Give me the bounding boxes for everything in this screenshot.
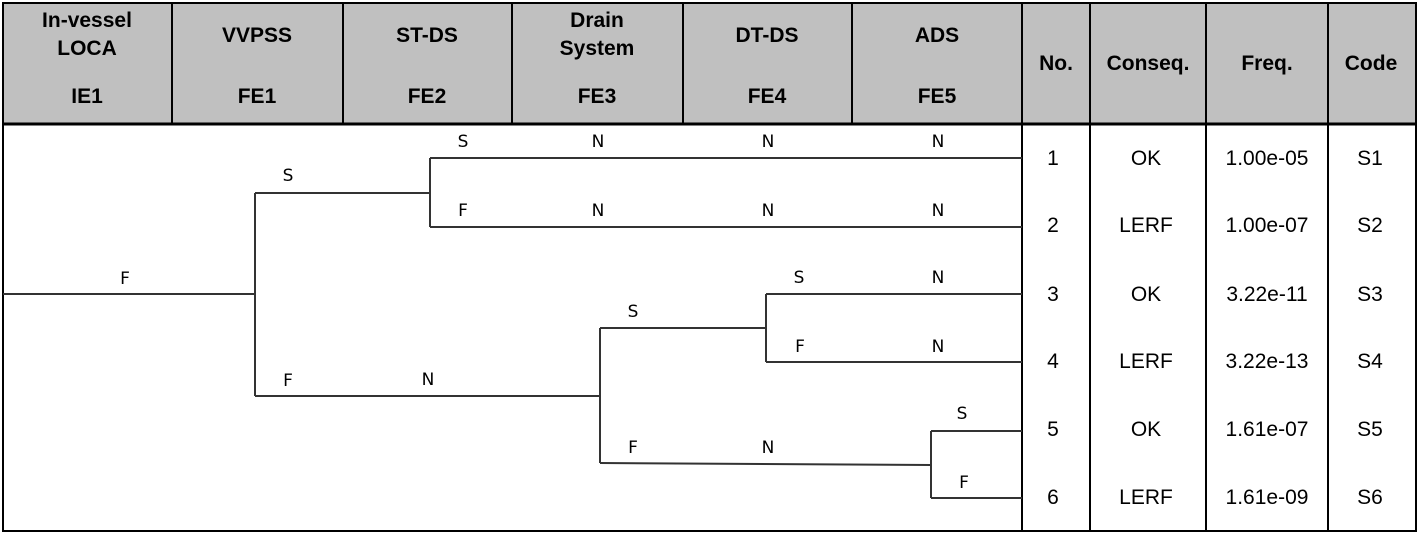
header-ie1-code: IE1 [71,85,103,108]
label-fe4-n-seq1: N [762,132,775,152]
label-fe5-n-seq2: N [932,201,945,221]
seq-conseq: LERF [1119,214,1173,237]
header-fe5-code: FE5 [918,85,957,108]
seq-conseq: OK [1131,283,1161,306]
label-fe5-f: F [959,473,969,493]
label-fe4-n-seq2: N [762,201,775,221]
header-fe5: ADS FE5 [915,24,959,108]
seq-freq: 1.00e-07 [1226,214,1309,237]
seq-code: S4 [1357,350,1383,373]
label-fe2-s: S [458,132,469,152]
label-fe3-n-seq1: N [592,132,605,152]
label-fe3-s: S [628,302,639,322]
seq-conseq: LERF [1119,350,1173,373]
header-fe4-line1: DT-DS [736,24,799,47]
header-no: No. [1039,52,1073,75]
seq-freq: 1.61e-07 [1226,418,1309,441]
seq-no: 6 [1047,486,1059,509]
sequence-row-2: 2 LERF 1.00e-07 S2 [1047,214,1383,237]
sequence-row-6: 6 LERF 1.61e-09 S6 [1047,486,1383,509]
header-conseq: Conseq. [1107,52,1190,75]
label-fe3-n-seq2: N [592,201,605,221]
header-fe1-line1: VVPSS [222,24,292,47]
seq-no: 2 [1047,214,1059,237]
label-fe4-n-lower: N [762,438,775,458]
header-freq: Freq. [1241,52,1292,75]
sequence-row-1: 1 OK 1.00e-05 S1 [1047,147,1383,170]
label-fe5-n-seq4: N [932,337,945,357]
seq-no: 3 [1047,283,1059,306]
seq-code: S5 [1357,418,1383,441]
header-fe5-line1: ADS [915,24,959,47]
seq-freq: 1.61e-09 [1226,486,1309,509]
seq-conseq: LERF [1119,486,1173,509]
seq-freq: 1.00e-05 [1226,147,1309,170]
header-fe1: VVPSS FE1 [222,24,292,108]
seq-no: 1 [1047,147,1059,170]
header-code: Code [1345,52,1398,75]
header-fe4: DT-DS FE4 [736,24,799,108]
label-fe2-n-lower: N [422,370,435,390]
seq-no: 5 [1047,418,1059,441]
seq-freq: 3.22e-11 [1226,283,1307,306]
sequence-row-5: 5 OK 1.61e-07 S5 [1047,418,1383,441]
branch-fe3-f [599,462,932,466]
header-fe1-code: FE1 [238,85,277,108]
header-fe3-line2: System [560,37,635,60]
header-ie1: In-vessel LOCA IE1 [42,9,132,108]
header-fe2: ST-DS FE2 [396,24,458,108]
seq-code: S2 [1357,214,1383,237]
label-fe4-f: F [795,337,805,357]
seq-code: S6 [1357,486,1383,509]
label-fe5-s: S [957,404,968,424]
label-fe5-n-seq3: N [932,268,945,288]
seq-code: S1 [1357,147,1383,170]
label-ie-f: F [120,269,130,289]
seq-freq: 3.22e-13 [1226,350,1309,373]
header-fe3-line1: Drain [570,9,624,32]
label-fe5-n-seq1: N [932,132,945,152]
label-fe2-f: F [458,201,468,221]
sequence-row-3: 3 OK 3.22e-11 S3 [1047,283,1383,306]
header-fe2-line1: ST-DS [396,24,458,47]
header-background [3,3,1416,124]
branch-label-group: F S F N S F N N S F N N S F N N N N N S … [120,132,969,493]
header-ie1-line1: In-vessel [42,9,132,32]
label-fe1-f: F [283,371,293,391]
branch-lines [3,157,1022,499]
seq-no: 4 [1047,350,1059,373]
label-fe1-s: S [283,166,294,186]
seq-conseq: OK [1131,418,1161,441]
header-fe2-code: FE2 [408,85,447,108]
header-ie1-line2: LOCA [57,37,117,60]
header-fe4-code: FE4 [748,85,787,108]
seq-conseq: OK [1131,147,1161,170]
label-fe4-s: S [794,268,805,288]
label-fe3-f: F [628,438,638,458]
header-fe3-code: FE3 [578,85,617,108]
sequence-row-4: 4 LERF 3.22e-13 S4 [1047,350,1383,373]
seq-code: S3 [1357,283,1383,306]
header-fe3: Drain System FE3 [560,9,635,108]
